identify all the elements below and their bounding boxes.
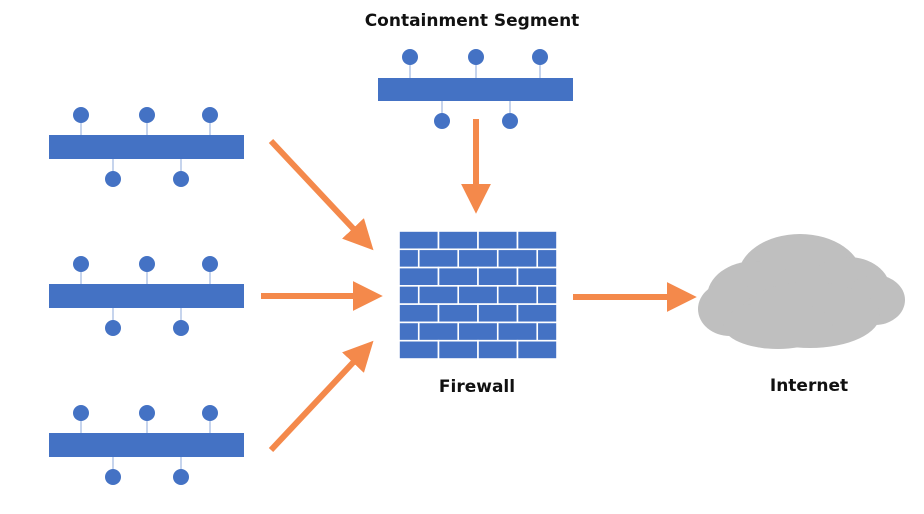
brick [496,248,539,269]
node [139,107,155,123]
firewall-icon [398,230,558,360]
segment-bus [49,433,244,457]
brick [398,230,440,251]
node [173,171,189,187]
brick [398,321,420,342]
brick [516,230,558,251]
brick [516,303,558,324]
brick [457,248,499,269]
brick [398,266,440,287]
node [173,320,189,336]
node [73,405,89,421]
brick [516,339,558,360]
brick [398,339,440,360]
arrows [261,119,697,453]
node [468,49,484,65]
node [73,256,89,272]
brick [477,230,519,251]
node [202,107,218,123]
brick [516,266,558,287]
node [202,405,218,421]
node [502,113,518,129]
brick [398,248,420,269]
node [202,256,218,272]
brick [417,321,460,342]
brick [437,266,479,287]
node [434,113,450,129]
network-segment-3 [49,405,244,485]
segment-bus [49,284,244,308]
brick [536,321,558,342]
arrow-segment1-to-firewall [268,138,374,251]
network-segment-2 [49,256,244,336]
containment-segment [378,49,573,129]
brick [398,303,440,324]
node [532,49,548,65]
brick [477,266,519,287]
node [105,320,121,336]
brick [437,303,479,324]
node [402,49,418,65]
cloud-icon [698,234,905,349]
brick [496,321,539,342]
segment-bus [49,135,244,159]
node [173,469,189,485]
node [73,107,89,123]
brick [496,285,539,305]
segment-bus [378,78,573,101]
internet-label: Internet [769,376,849,396]
arrow-segment3-to-firewall [268,340,374,453]
node [105,469,121,485]
firewall-label: Firewall [438,377,516,397]
brick [457,321,499,342]
brick [477,339,519,360]
node [139,256,155,272]
brick [417,285,460,305]
node [105,171,121,187]
brick [536,285,558,305]
brick [437,230,479,251]
brick [398,285,420,305]
network-segment-1 [49,107,244,187]
node [139,405,155,421]
brick [477,303,519,324]
containment-segment-label: Containment Segment [364,11,580,31]
brick [536,248,558,269]
brick [417,248,460,269]
brick [437,339,479,360]
brick [457,285,499,305]
